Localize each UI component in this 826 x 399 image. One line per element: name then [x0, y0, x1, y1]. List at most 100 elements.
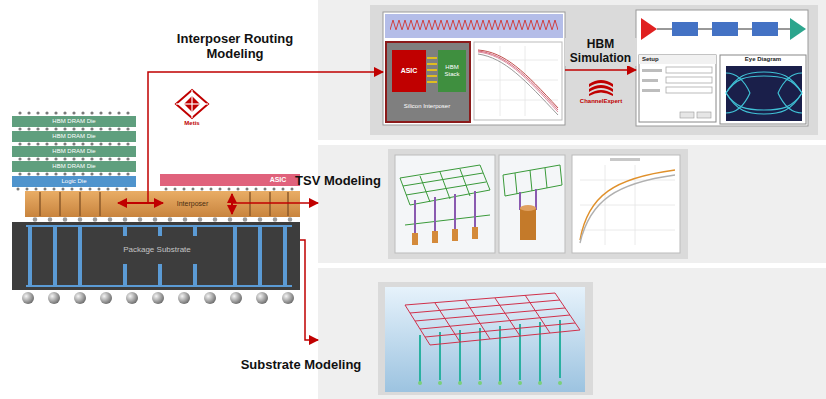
modeling-panel-text-holder: Interposer Routing Modeling: [164, 30, 306, 64]
substrate-render: [519, 324, 521, 380]
routing-screenshot: [478, 60, 558, 61]
routing-screenshot: [427, 81, 437, 83]
tsv-render: [420, 176, 430, 202]
tsv-render: [635, 165, 636, 245]
red-marker-arrows: [118, 191, 300, 214]
tsv-render: [440, 172, 450, 199]
tsv-render: [395, 155, 680, 253]
dram-die-text: HBM DRAM Die: [52, 133, 95, 140]
solder-balls: [204, 292, 216, 304]
simulation-screenshot: [639, 55, 716, 64]
simulation-screenshot: [672, 22, 698, 36]
connector-arrow: [300, 202, 318, 204]
dram-die-text: HBM DRAM Die: [52, 118, 95, 125]
tsv-render: [474, 191, 476, 229]
substrate-vias: [123, 264, 127, 286]
tsv-render: [412, 233, 418, 245]
simulation-screenshot-text: Eye Diagram: [745, 56, 781, 63]
panel-background: [378, 282, 593, 395]
modeling-panel-text-holder: TSV Modeling: [286, 172, 390, 190]
tsv-render: [460, 169, 470, 196]
simulation-screenshot: [697, 112, 711, 118]
simulation-screenshot: [726, 93, 802, 114]
routing-screenshot: [386, 42, 470, 122]
substrate-vias: [26, 225, 292, 287]
dram-die: HBM DRAM Die: [12, 116, 136, 127]
logo-label-holder: ChannelExpert: [573, 97, 629, 105]
solder-balls: [48, 292, 60, 304]
substrate-render: [385, 287, 585, 392]
routing-screenshot: [427, 75, 437, 77]
routing-screenshot: [474, 42, 562, 120]
substrate-vias: [123, 226, 127, 236]
substrate-render: [419, 335, 421, 382]
micro-bumps: [20, 111, 130, 114]
substrate-render: [465, 300, 490, 339]
tsv-render: [414, 200, 416, 235]
tsv-render: [503, 165, 562, 196]
substrate-vias: [53, 226, 57, 286]
simulation-screenshot: [666, 87, 712, 93]
panel-background: [318, 0, 826, 399]
simulation-screenshot: [726, 73, 750, 93]
dram-die: HBM DRAM Die: [12, 146, 136, 157]
routing-screenshot-text: Silicon Interposer: [404, 103, 450, 110]
red-marker-arrows: [231, 194, 233, 214]
routing-screenshot: [478, 50, 558, 115]
window-title-holder: Setup: [642, 55, 676, 64]
routing-screenshot: [383, 12, 565, 125]
modeling-panel-text: Substrate Modeling: [241, 358, 362, 373]
interposer-tsv: [269, 192, 271, 216]
substrate-vias: [28, 226, 32, 286]
interposer-tsv: [79, 192, 81, 216]
substrate-render: [525, 295, 550, 333]
panel-background: [318, 145, 826, 263]
simulation-screenshot: [642, 69, 662, 92]
simulation-screenshot: [726, 66, 802, 121]
routing-screenshot: [427, 63, 437, 65]
dram-die-text: HBM DRAM Die: [52, 163, 95, 170]
substrate-render: [385, 287, 585, 392]
substrate-render: [495, 298, 520, 336]
routing-screenshot-text-holder: Silicon Interposer: [386, 100, 468, 112]
simulation-screenshot: Eye Diagram: [636, 10, 808, 126]
simulation-screenshot: [680, 112, 711, 118]
tsv-render: [400, 165, 490, 225]
metis-logo: [191, 90, 192, 118]
edge-label-holder: HBM Simulation: [565, 38, 637, 66]
tsv-render: [415, 191, 475, 235]
routing-screenshot: [478, 54, 558, 115]
modeling-panel-text-holder: Substrate Modeling: [232, 356, 370, 374]
simulation-screenshot: [778, 73, 802, 93]
substrate-render: [559, 320, 561, 378]
hbm-stack-block-text: HBM Stack: [438, 64, 466, 78]
routing-screenshot: [427, 57, 437, 59]
tsv-render: [454, 194, 456, 231]
asic-block-text: ASIC: [401, 67, 418, 75]
logo-label: ChannelExpert: [580, 98, 622, 105]
tsv-render: [434, 197, 436, 233]
routing-screenshot: [427, 69, 437, 71]
connector-arrow: [300, 240, 318, 340]
substrate-render: [415, 308, 565, 321]
simulation-screenshot: [752, 22, 778, 36]
substrate-render: [420, 320, 560, 382]
window-title: Setup: [642, 56, 659, 63]
dram-die: HBM DRAM Die: [12, 161, 136, 172]
interposer-tsv: [249, 192, 251, 216]
tsv-render: [520, 205, 536, 211]
substrate-vias: [258, 226, 262, 286]
substrate-render: [405, 305, 430, 345]
substrate-render: [420, 381, 565, 385]
package-substrate-text-holder: Package Substrate: [107, 240, 207, 260]
simulation-screenshot: [642, 89, 660, 92]
dram-die-text-holder: HBM DRAM Die: [12, 161, 136, 172]
tsv-render: [580, 170, 675, 240]
tsv-render: [432, 231, 438, 243]
substrate-render: [405, 293, 580, 345]
connector-arrow: [148, 72, 383, 191]
simulation-screenshot: [726, 93, 750, 113]
panel-background: [370, 5, 818, 135]
